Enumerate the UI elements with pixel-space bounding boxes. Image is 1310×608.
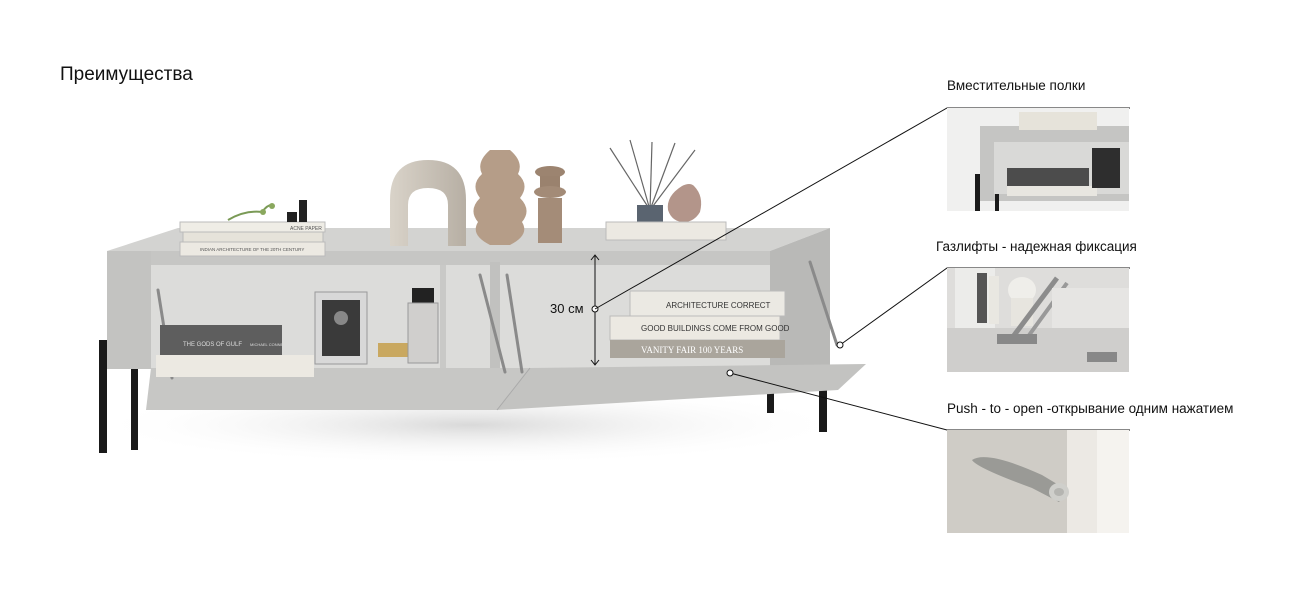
- small-box: [378, 343, 410, 357]
- candle-holder: [287, 200, 307, 222]
- candlestick: [534, 166, 566, 243]
- books-right-stack: ARCHITECTURE CORRECT GOOD BUILDINGS COME…: [609, 290, 790, 358]
- book-spine-text: INDIAN ARCHITECTURE OF THE 20TH CENTURY: [200, 247, 304, 252]
- feature-label-shelves: Вместительные полки: [947, 78, 1086, 93]
- push-to-open-photo-icon: [947, 430, 1129, 533]
- books-left-stack: THE GODS OF GULF MICHAEL CONNELLY: [156, 325, 314, 377]
- book-spine-text: GOOD BUILDINGS COME FROM GOOD: [641, 324, 790, 333]
- gas-lift-photo-icon: [947, 268, 1129, 372]
- feature-label-gas-lifts: Газлифты - надежная фиксация: [936, 239, 1137, 254]
- book-spine-text: VANITY FAIR 100 YEARS: [641, 345, 743, 355]
- height-dimension-label: 30 см: [550, 301, 584, 316]
- photo-frame: [314, 291, 368, 365]
- book-spine-text: ACNE PAPER: [290, 226, 322, 232]
- tray-book: [605, 221, 727, 241]
- ribbed-vase: [473, 150, 527, 245]
- round-vase: [667, 184, 702, 222]
- book-spine-text: THE GODS OF GULF: [183, 342, 242, 348]
- cabinet-legs: [99, 340, 827, 453]
- plant: [227, 203, 275, 221]
- perfume-bottle: [407, 288, 439, 364]
- shelf-photo-icon: [947, 108, 1129, 211]
- book-spine-text: ARCHITECTURE CORRECT: [666, 301, 771, 310]
- feature-label-push-to-open: Push - to - open -открывание одним нажат…: [947, 401, 1234, 416]
- books-top-stack: ACNE PAPER INDIAN ARCHITECTURE OF THE 20…: [179, 221, 326, 257]
- book-spine-text: MICHAEL CONNELLY: [250, 342, 290, 347]
- arch-vase: [390, 160, 466, 246]
- page-title: Преимущества: [60, 64, 193, 85]
